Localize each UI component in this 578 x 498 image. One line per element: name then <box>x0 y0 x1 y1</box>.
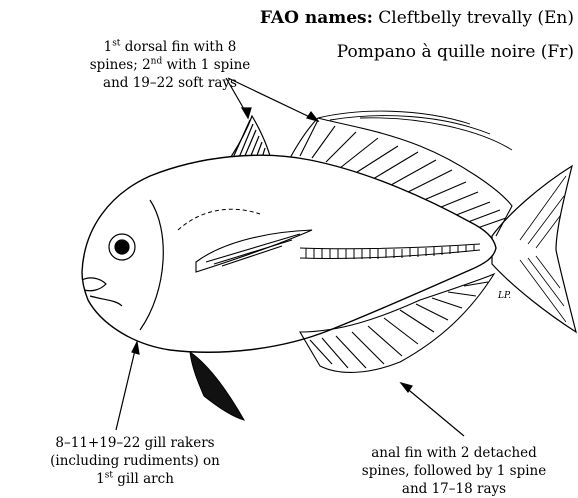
french-name: Pompano à quille noire (Fr) <box>337 42 574 62</box>
fao-label: FAO names: <box>260 8 373 28</box>
dorsal-fin-label: 1st dorsal fin with 8 spines; 2nd with 1… <box>30 38 310 92</box>
pelvic-fin <box>190 352 244 420</box>
english-name: Cleftbelly trevally (En) <box>378 8 574 28</box>
caudal-fin <box>492 166 576 332</box>
gill-rakers-label: 8–11+19–22 gill rakers (including rudime… <box>20 434 250 488</box>
illustrator-initials: LP. <box>497 291 511 301</box>
anal-fin-label: anal fin with 2 detached spines, followe… <box>330 444 578 498</box>
fao-names-english: FAO names: Cleftbelly trevally (En) <box>260 8 574 28</box>
